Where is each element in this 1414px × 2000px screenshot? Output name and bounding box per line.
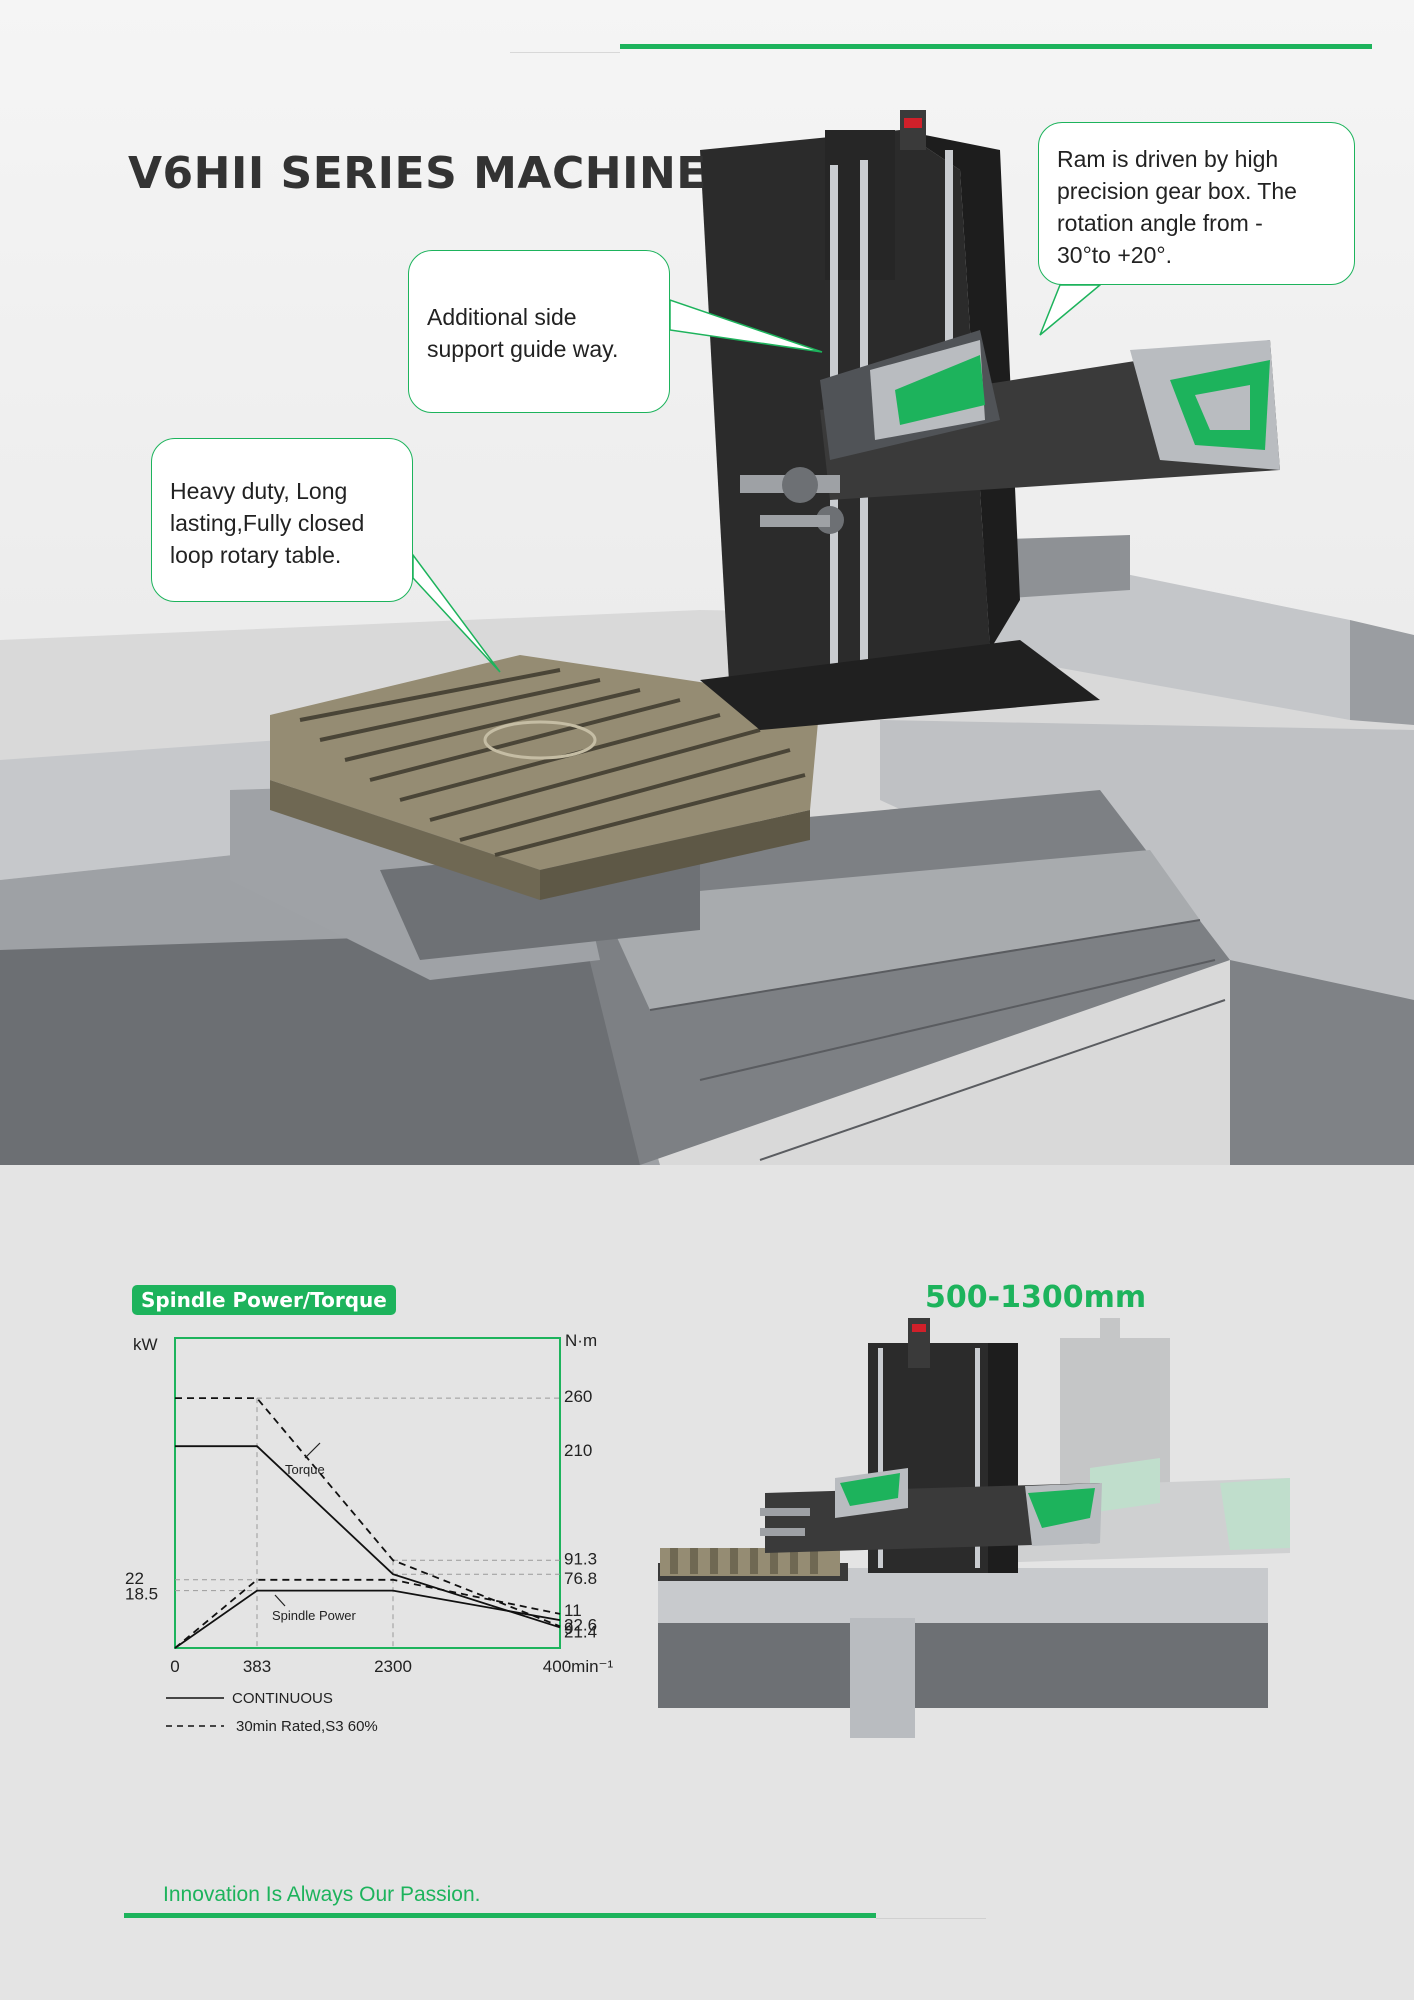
series-torque-continuous	[175, 1445, 561, 1629]
y-right-unit: N·m	[565, 1331, 597, 1350]
callout-guide-way-text: Additional side support guide way.	[427, 304, 619, 362]
y-right-tick-label: 21.4	[564, 1622, 597, 1641]
footer-accent-rule	[124, 1913, 876, 1918]
stroke-range-title: 500-1300mm	[925, 1280, 1147, 1315]
y-right-tick-label: 76.8	[564, 1569, 597, 1588]
series-spindle-power-rated	[174, 1578, 561, 1649]
callout-rotary-table: Heavy duty, Long lasting,Fully closed lo…	[151, 438, 413, 602]
chart-frame	[174, 1337, 561, 1649]
y-right-tick-label: 210	[564, 1441, 592, 1460]
callout-rotary-table-text: Heavy duty, Long lasting,Fully closed lo…	[170, 478, 365, 568]
footer-tagline: Innovation Is Always Our Passion.	[163, 1883, 481, 1906]
legend-label: 30min Rated,S3 60%	[236, 1718, 378, 1735]
annotation-power-leader	[274, 1594, 286, 1607]
callout-guide-way: Additional side support guide way.	[408, 250, 670, 413]
top-accent-rule	[620, 44, 1372, 49]
x-tick-label: 0	[170, 1657, 179, 1676]
top-thin-rule	[510, 52, 620, 53]
ram-stroke-illustration	[658, 1318, 1290, 1738]
annotation-torque: Torque	[285, 1462, 325, 1477]
machine-illustration	[0, 110, 1414, 1165]
y-left-unit: kW	[133, 1335, 158, 1354]
callout-ram-text: Ram is driven by high precision gear box…	[1057, 146, 1297, 268]
y-right-tick-label: 22.6	[564, 1615, 597, 1634]
legend-label: CONTINUOUS	[232, 1690, 333, 1707]
chart-badge: Spindle Power/Torque	[132, 1285, 396, 1315]
x-tick-label: 383	[243, 1657, 271, 1676]
annotation-spindle-power: Spindle Power	[272, 1608, 356, 1623]
y-right-tick-label: 260	[564, 1387, 592, 1406]
footer-thin-rule	[876, 1918, 986, 1919]
annotation-torque-leader	[304, 1442, 321, 1459]
series-torque-rated	[175, 1397, 561, 1628]
callout-ram: Ram is driven by high precision gear box…	[1038, 122, 1355, 285]
y-right-tick-label: 91.3	[564, 1549, 597, 1568]
y-left-tick-label: 22	[125, 1569, 144, 1588]
y-right-tick-label: 9	[564, 1619, 573, 1638]
y-right-tick-label: 11	[564, 1601, 582, 1620]
series-spindle-power-continuous	[174, 1589, 561, 1649]
hero-section: V6HII SERIES MACHINE Ram is driven by hi…	[0, 0, 1414, 1165]
page-title: V6HII SERIES MACHINE	[128, 148, 707, 199]
y-left-tick-label: 18.5	[125, 1585, 158, 1604]
x-tick-label: 400min⁻¹	[543, 1657, 614, 1676]
x-tick-label: 2300	[374, 1657, 412, 1676]
